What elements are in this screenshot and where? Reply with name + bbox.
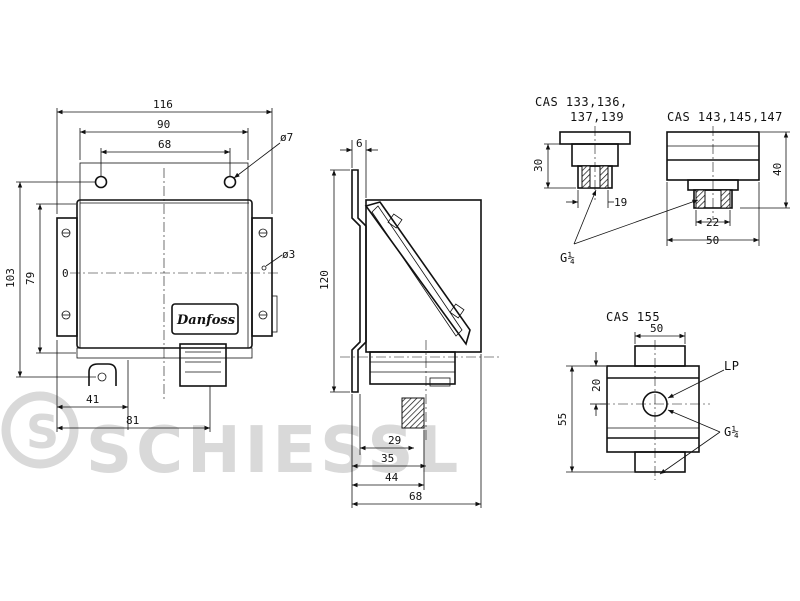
cas-133-title-line1: CAS 133,136, <box>535 95 628 109</box>
dim-depth-68: 68 <box>409 490 422 503</box>
cas-155-dim-50: 50 <box>650 322 663 335</box>
cas-133-title-line2: 137,139 <box>570 110 624 124</box>
thread-label: G¼ <box>560 251 575 265</box>
cas-133-dim-19: 19 <box>614 196 627 209</box>
dim-depth-6: 6 <box>356 137 363 150</box>
cas-155-dim-20: 20 <box>590 379 603 392</box>
cas-155-detail: CAS 155 50 20 55 LP G¼ <box>556 310 739 480</box>
cas-143-title: CAS 143,145,147 <box>667 110 783 124</box>
screw-icons <box>61 228 268 320</box>
cas-155-port-label: LP <box>724 359 739 373</box>
dim-height-103: 103 <box>4 268 17 288</box>
dim-width-81: 81 <box>126 414 139 427</box>
dim-width-116: 116 <box>153 98 173 111</box>
bottom-lug <box>88 363 117 386</box>
dim-height-120: 120 <box>318 270 331 290</box>
right-flange <box>251 217 273 337</box>
cas-155-dim-55: 55 <box>556 413 569 426</box>
watermark-logo-letter: S <box>26 405 63 459</box>
dim-depth-44: 44 <box>385 471 399 484</box>
front-view: 0 Danfoss 116 90 6 <box>4 98 295 432</box>
flange-mark: 0 <box>62 267 69 280</box>
side-plate <box>351 169 367 393</box>
danfoss-logo <box>171 303 239 335</box>
cas-143-dim-22: 22 <box>706 216 719 229</box>
mounting-hole-icon <box>94 175 108 189</box>
dim-width-41: 41 <box>86 393 99 406</box>
right-bracket <box>271 295 278 333</box>
side-housing <box>365 199 482 353</box>
cas-155-title: CAS 155 <box>606 310 660 324</box>
cas-143-detail: CAS 143,145,147 40 22 50 <box>666 110 790 247</box>
cas-143-dim-40: 40 <box>771 163 784 176</box>
dim-height-79: 79 <box>24 272 37 285</box>
sloped-cover <box>364 201 471 346</box>
cas-143-dim-50: 50 <box>706 234 719 247</box>
mounting-hole-icon <box>223 175 237 189</box>
cas-155-thread-label: G¼ <box>724 425 739 439</box>
dim-width-90: 90 <box>157 118 170 131</box>
cas-133-detail: CAS 133,136, 137,139 30 19 <box>532 95 631 209</box>
danfoss-logo-text: Danfoss <box>176 313 236 328</box>
side-view: 6 120 29 35 44 68 <box>318 137 500 508</box>
side-connector <box>369 351 456 385</box>
dim-depth-29: 29 <box>388 434 401 447</box>
cable-gland <box>179 343 227 387</box>
dim-hole-3: ø3 <box>282 248 295 261</box>
small-hole-icon <box>261 265 267 271</box>
thread-callout: G¼ <box>560 189 699 265</box>
cas-133-dim-30: 30 <box>532 159 545 172</box>
side-fitting <box>401 397 425 429</box>
dim-hole-7: ø7 <box>280 131 293 144</box>
dim-width-68: 68 <box>158 138 171 151</box>
dim-depth-35: 35 <box>381 452 394 465</box>
bottom-bar <box>76 347 253 359</box>
